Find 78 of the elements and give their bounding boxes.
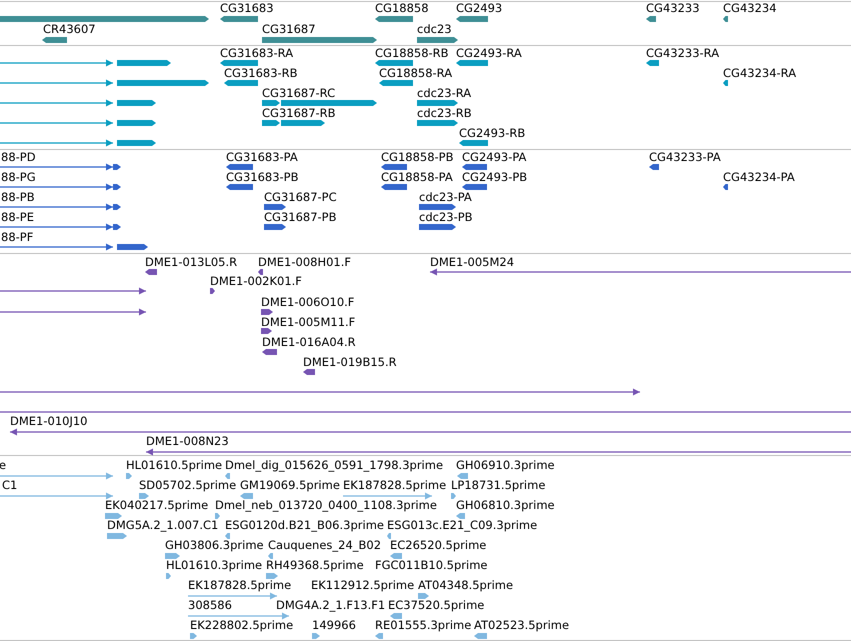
feature-label: EC37520.5prime — [388, 598, 484, 612]
feature-label: cdc23-PA — [419, 190, 472, 204]
feature-label: EK040217.5prime — [105, 498, 208, 512]
feature-label: cdc23-RB — [417, 106, 472, 120]
feature-label: cdc23 — [417, 22, 452, 36]
feature-label: 88-PD — [1, 150, 36, 164]
feature-label: DMG4A.2_1.F13.F1 — [276, 598, 386, 612]
feature-label: CG31687-PC — [264, 190, 337, 204]
feature-label: CG18858 — [375, 1, 429, 15]
feature-label: CG43234-PA — [723, 170, 795, 184]
feature-label: cdc23-RA — [417, 86, 472, 100]
feature-label: CG2493-PA — [462, 150, 526, 164]
feature-label: AT02523.5prime — [474, 618, 570, 632]
feature-label: Dmel_neb_013720_0400_1108.3prime — [215, 498, 437, 512]
feature-label: CG43233-PA — [649, 150, 721, 164]
feature-label: EK187828.5prime — [188, 578, 292, 592]
feature-label: HL01610.3prime — [166, 558, 262, 572]
feature-label: CG43234 — [723, 1, 777, 15]
feature-label: 308586 — [188, 598, 232, 612]
feature-label: Cauquenes_24_B02 — [268, 538, 382, 552]
feature-label: DME1-008H01.F — [258, 255, 352, 269]
feature-label: CG31683-PA — [226, 150, 298, 164]
feature-label: DME1-010J10 — [10, 414, 88, 428]
feature-label: ESG013c.E21_C09.3prime — [387, 518, 538, 532]
feature-label: CG18858-RB — [375, 46, 449, 60]
feature-label: DMG5A.2_1.007.C1 — [107, 518, 218, 532]
feature-label: 88-PF — [1, 230, 34, 244]
feature-label: AT04348.5prime — [418, 578, 514, 592]
feature-label: EK112912.5prime — [311, 578, 414, 592]
feature-label: DME1-008N23 — [146, 434, 229, 448]
feature-label: GH03806.3prime — [165, 538, 264, 552]
feature-label: CR43607 — [43, 22, 96, 36]
feature-label: EK187828.5prime — [343, 478, 446, 492]
feature-label: DME1-013L05.R — [145, 255, 238, 269]
feature-label: HL01610.5prime — [126, 458, 222, 472]
feature-label: GH06810.3prime — [456, 498, 555, 512]
feature-label: Dmel_dig_015626_0591_1798.3prime — [225, 458, 444, 472]
feature-label: CG31687-RB — [262, 106, 336, 120]
feature-label: DME1-006O10.F — [261, 295, 354, 309]
feature-label: EK228802.5prime — [190, 618, 294, 632]
feature-label: DME1-005M11.F — [261, 315, 356, 329]
feature-label: CG18858-RA — [379, 66, 452, 80]
feature-label: CG2493-RB — [459, 126, 526, 140]
feature-label: RH49368.5prime — [266, 558, 364, 572]
feature-label: SD05702.5prime — [139, 478, 236, 492]
feature-label: CG43233-RA — [646, 46, 720, 60]
feature-label: FGC011B10.5prime — [375, 558, 488, 572]
feature-label: CG2493 — [456, 1, 502, 15]
feature-label: ESG0120d.B21_B06.3prime — [225, 518, 384, 532]
feature-label: LP18731.5prime — [451, 478, 546, 492]
feature-label: e — [0, 458, 6, 472]
feature-label: DME1-019B15.R — [303, 355, 397, 369]
feature-label: RE01555.3prime — [375, 618, 472, 632]
feature-label: CG18858-PB — [381, 150, 454, 164]
feature-label: 88-PG — [1, 170, 36, 184]
feature-label: CG31687 — [262, 22, 316, 36]
feature-label: CG43233 — [646, 1, 700, 15]
feature-label: DME1-016A04.R — [262, 335, 356, 349]
feature-label: cdc23-PB — [419, 210, 473, 224]
feature-label: CG31683 — [220, 1, 274, 15]
feature-label: 149966 — [312, 618, 356, 632]
feature-label: CG31683-PB — [226, 170, 298, 184]
feature-label: GH06910.3prime — [456, 458, 555, 472]
feature-label: 88-PE — [1, 210, 34, 224]
feature-label: CG31687-RC — [262, 86, 336, 100]
feature-label: DME1-002K01.F — [210, 274, 302, 288]
feature-label: CG31683-RA — [220, 46, 294, 60]
feature-label: CG18858-PA — [381, 170, 453, 184]
feature-label: CG2493-PB — [462, 170, 528, 184]
feature-label: C1 — [2, 478, 18, 492]
feature-label: CG2493-RA — [456, 46, 522, 60]
feature-label: CG43234-RA — [723, 66, 796, 80]
feature-label: GM19069.5prime — [240, 478, 340, 492]
feature-label: 88-PB — [1, 190, 35, 204]
feature-label: CG31683-RB — [224, 66, 298, 80]
feature-label: EC26520.5prime — [390, 538, 486, 552]
feature-label: DME1-005M24 — [430, 255, 514, 269]
feature-label: CG31687-PB — [264, 210, 336, 224]
